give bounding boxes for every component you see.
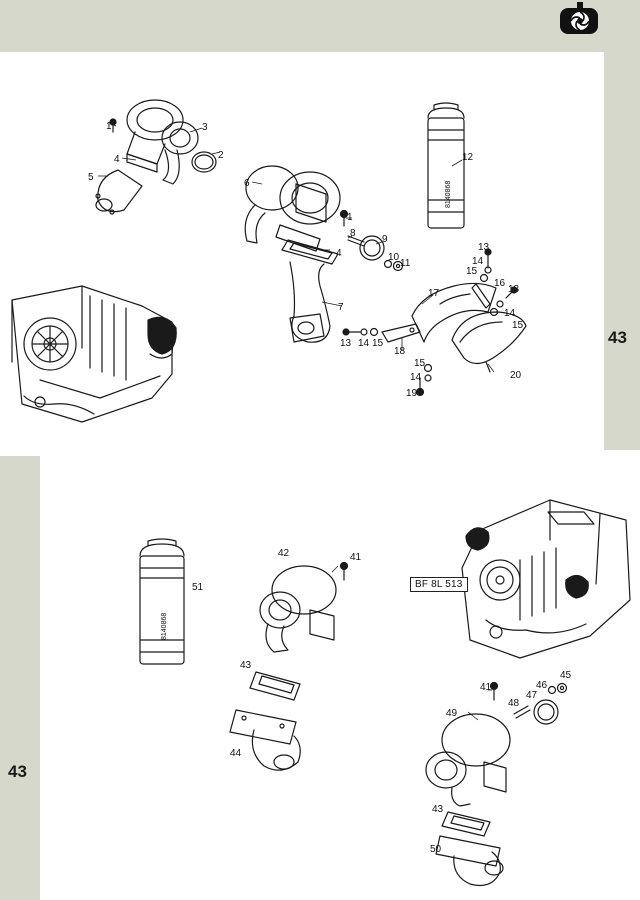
stud-48 [513, 705, 531, 719]
sealant-can-top [427, 102, 465, 229]
callout-17: 17 [428, 288, 440, 299]
ring-9 [359, 235, 385, 261]
callout-3: 3 [202, 122, 208, 133]
gasket-4 [281, 239, 339, 265]
nut-45 [556, 682, 568, 694]
sealant-can-bottom [139, 538, 185, 665]
callout-1: 1 [106, 121, 112, 132]
callout-1b: 1 [347, 212, 353, 223]
leader-lines [98, 123, 495, 721]
callout-41b: 41 [480, 682, 492, 693]
callout-6: 6 [244, 178, 250, 189]
exhaust-elbow-50 [435, 835, 504, 887]
left-section-band [0, 456, 40, 900]
exhaust-elbow-7 [289, 261, 331, 343]
callout-14d: 14 [410, 372, 422, 383]
callout-16: 16 [494, 278, 506, 289]
callout-14b: 14 [504, 308, 516, 319]
turbocharger-42 [259, 565, 337, 653]
callout-15c: 15 [372, 338, 384, 349]
callout-44: 44 [230, 748, 242, 759]
callout-12: 12 [462, 152, 474, 163]
washer-10 [383, 259, 393, 269]
callout-42: 42 [278, 548, 290, 559]
engine-turbo-highlight-b [565, 574, 589, 599]
top-header-band [0, 0, 640, 52]
callout-10: 10 [388, 252, 400, 263]
bracket-16 [471, 283, 491, 309]
callout-2: 2 [218, 150, 224, 161]
sealant-can-bottom-text: 8140868 [161, 613, 168, 640]
callout-47: 47 [526, 690, 538, 701]
nut-11 [392, 260, 404, 272]
engine-turbo-highlight-a [465, 527, 490, 551]
callouts-top: 1 2 3 4 5 6 1 4 7 8 9 10 11 12 13 14 15 … [88, 121, 524, 399]
callout-15d: 15 [414, 358, 426, 369]
callout-48: 48 [508, 698, 520, 709]
callout-9: 9 [382, 234, 388, 245]
callout-43: 43 [240, 660, 252, 671]
turbocharger-logo-icon [560, 2, 600, 38]
gasket-43 [249, 671, 301, 701]
callout-5: 5 [88, 172, 94, 183]
callout-14a: 14 [472, 256, 484, 267]
engine-left [11, 285, 175, 423]
right-section-band [604, 52, 640, 450]
callout-45: 45 [560, 670, 572, 681]
heat-shield-17 [411, 282, 497, 343]
callouts-bottom: 51 42 41 43 44 49 41 48 47 46 45 43 50 [192, 548, 572, 855]
callout-19: 19 [406, 388, 418, 399]
callout-20: 20 [510, 370, 522, 381]
bracket-18 [381, 323, 421, 343]
engine-right [461, 499, 631, 659]
exhaust-elbow-44 [229, 709, 301, 771]
callout-11: 11 [400, 258, 411, 269]
callout-43b: 43 [432, 804, 444, 815]
washer-46 [547, 685, 557, 695]
heat-shield-20 [451, 311, 527, 373]
callout-51: 51 [192, 582, 204, 593]
gasket-43b [441, 811, 491, 837]
callout-13a: 13 [478, 242, 490, 253]
ring-47 [533, 699, 559, 725]
turbocharger-49 [425, 713, 511, 807]
engine-turbo-highlight-top [147, 316, 177, 355]
gasket-ring-2 [191, 151, 217, 173]
elbow-pipe-5 [95, 169, 143, 215]
callout-50: 50 [430, 844, 442, 855]
callout-41: 41 [350, 552, 362, 563]
callout-4: 4 [114, 154, 120, 165]
section-tab-bottom: 43 [8, 762, 27, 781]
engine-model-label: BF 8L 513 [410, 577, 468, 592]
callout-46: 46 [536, 680, 548, 691]
callout-18: 18 [394, 346, 406, 357]
callout-13c: 13 [340, 338, 352, 349]
callout-4b: 4 [336, 248, 342, 259]
callout-14c: 14 [358, 338, 370, 349]
callout-8: 8 [350, 228, 356, 239]
turbocharger-large [244, 165, 341, 252]
section-tab-top: 43 [608, 328, 627, 347]
turbocharger-small [126, 99, 199, 185]
callout-49: 49 [446, 708, 458, 719]
callout-15b: 15 [512, 320, 524, 331]
callout-13b: 13 [508, 284, 520, 295]
callout-15a: 15 [466, 266, 478, 277]
sealant-can-top-text: 8140868 [445, 181, 452, 208]
callout-7: 7 [338, 302, 344, 313]
